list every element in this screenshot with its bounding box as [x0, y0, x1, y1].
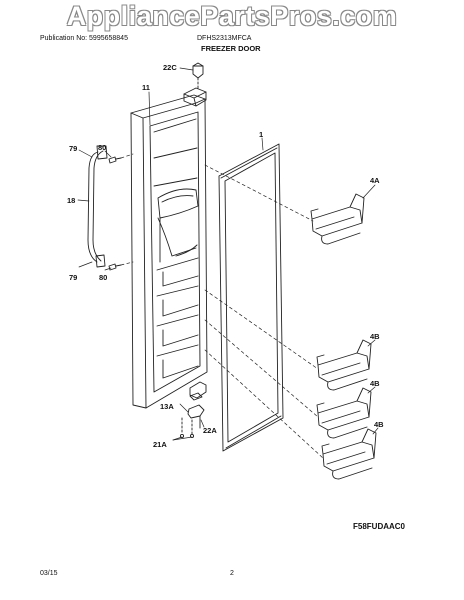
section-title: FREEZER DOOR	[201, 44, 261, 53]
door-bin-4B-3	[322, 429, 376, 479]
callout-4A: 4A	[370, 176, 380, 185]
figure-code: F58FUDAAC0	[353, 522, 406, 531]
footer-page-number: 2	[230, 570, 234, 577]
callout-1: 1	[259, 130, 264, 139]
screw-part-bottom	[109, 264, 121, 270]
door-bin-4B-1	[317, 340, 371, 390]
callout-80-bottom: 80	[99, 273, 108, 282]
freezer-door-part	[131, 88, 207, 408]
watermark: AppliancePartsPros.com	[66, 1, 398, 31]
callout-22C: 22C	[163, 63, 177, 72]
door-gasket-part	[219, 144, 283, 451]
callout-13A: 13A	[160, 402, 174, 411]
hinge-cap-part	[193, 63, 203, 88]
callout-4B-2: 4B	[370, 379, 380, 388]
callout-4B-3: 4B	[374, 420, 384, 429]
model-number: DFHS2313MFCA	[197, 35, 252, 42]
callout-79-top: 79	[69, 144, 78, 153]
bottom-hinge-part	[180, 393, 204, 438]
screw-part-top	[109, 157, 121, 163]
callout-11: 11	[142, 83, 150, 92]
door-handle-part	[88, 146, 107, 267]
callout-79-bottom: 79	[69, 273, 78, 282]
door-bin-4B-2	[317, 388, 371, 438]
callout-80-top: 80	[98, 143, 107, 152]
publication-number: Publication No: 5995658845	[40, 35, 128, 42]
callout-4B-1: 4B	[370, 332, 380, 341]
callout-18: 18	[67, 196, 76, 205]
callout-22A: 22A	[203, 426, 217, 435]
leader-lines	[78, 68, 378, 440]
door-bin-4A	[311, 194, 364, 244]
callout-21A: 21A	[153, 440, 167, 449]
alignment-lines	[121, 154, 323, 458]
footer-date: 03/15	[40, 570, 58, 577]
